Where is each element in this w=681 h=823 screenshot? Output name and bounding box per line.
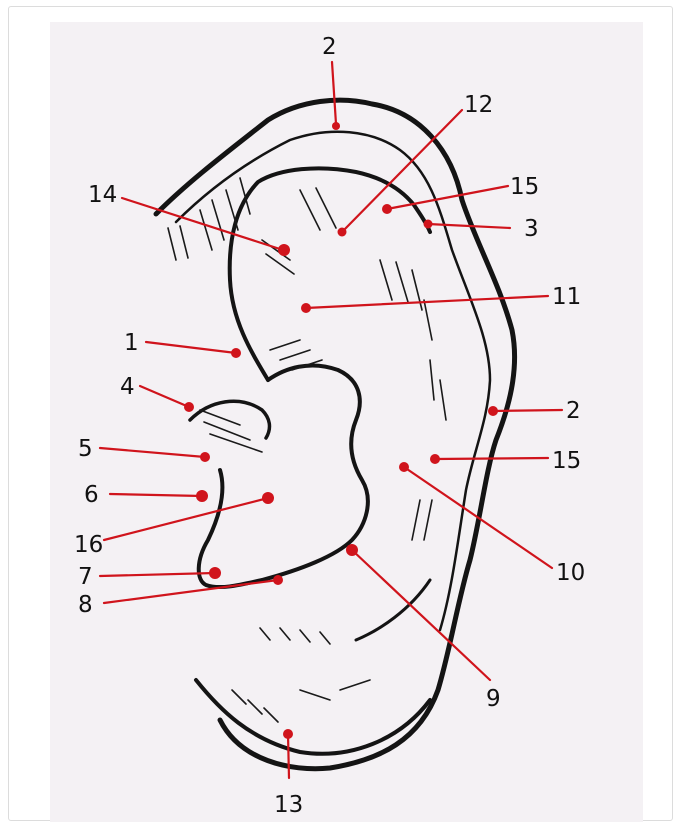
label-5: 5 xyxy=(78,436,93,462)
label-7: 7 xyxy=(78,564,93,590)
leader-6 xyxy=(110,494,202,496)
dot-3 xyxy=(424,220,433,229)
label-13: 13 xyxy=(274,792,303,818)
dot-7 xyxy=(209,567,221,579)
label-6: 6 xyxy=(84,482,99,508)
leader-13 xyxy=(288,734,289,778)
dot-15-right xyxy=(430,454,440,464)
label-8: 8 xyxy=(78,592,93,618)
leader-15-right xyxy=(435,458,548,459)
dot-5 xyxy=(200,452,210,462)
dot-8 xyxy=(273,575,283,585)
label-9: 9 xyxy=(486,686,501,712)
dot-6 xyxy=(196,490,208,502)
dot-4 xyxy=(184,402,194,412)
dot-10 xyxy=(399,462,409,472)
dot-13 xyxy=(283,729,293,739)
leader-10 xyxy=(404,467,552,568)
leader-14 xyxy=(122,198,283,250)
label-3: 3 xyxy=(524,216,539,242)
leader-5 xyxy=(100,448,205,457)
label-10: 10 xyxy=(556,560,585,586)
label-15-right: 15 xyxy=(552,448,581,474)
dot-2-right xyxy=(488,406,498,416)
dot-2-top xyxy=(332,122,340,130)
shading-hatch xyxy=(168,178,446,722)
ear-drawing xyxy=(156,100,515,769)
dot-11 xyxy=(301,303,311,313)
dot-9 xyxy=(346,544,358,556)
dot-1 xyxy=(231,348,241,358)
label-2-right: 2 xyxy=(566,398,581,424)
concha-outline xyxy=(199,365,368,587)
label-11: 11 xyxy=(552,284,581,310)
leader-4 xyxy=(140,386,189,407)
leader-16 xyxy=(104,498,268,540)
leader-2-right xyxy=(493,410,562,411)
label-15-top: 15 xyxy=(510,174,539,200)
leader-8 xyxy=(104,580,278,603)
dot-14 xyxy=(278,244,290,256)
label-1: 1 xyxy=(124,330,139,356)
label-14: 14 xyxy=(88,182,117,208)
label-12: 12 xyxy=(464,92,493,118)
label-16: 16 xyxy=(74,532,103,558)
dot-15-top xyxy=(382,204,392,214)
dot-12 xyxy=(338,228,347,237)
leader-11 xyxy=(306,296,548,308)
label-4: 4 xyxy=(120,374,135,400)
dot-16 xyxy=(262,492,274,504)
leader-2-top xyxy=(332,62,336,124)
leader-1 xyxy=(146,342,236,353)
label-2-top: 2 xyxy=(322,34,337,60)
